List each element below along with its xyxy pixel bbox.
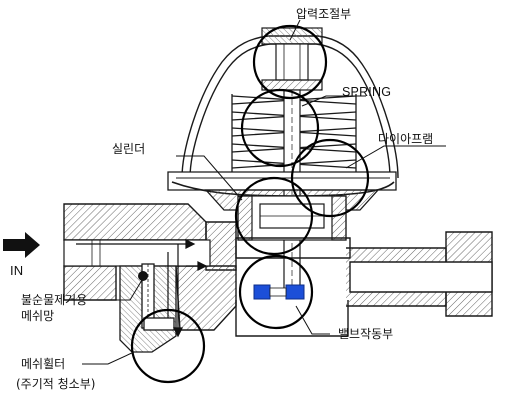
cylinder-body: [237, 195, 347, 241]
callout-circles: [130, 24, 370, 384]
leader-diaphragm: [345, 145, 446, 169]
label-inlet: IN: [10, 263, 24, 278]
callout-circle-diaphragm: [290, 138, 370, 218]
inlet-arrow: [3, 232, 40, 258]
main-body: [63, 203, 493, 337]
callout-circle-cylinder: [234, 176, 314, 256]
leader-cylinder: [176, 155, 243, 201]
label-diaphragm: 다이아프램: [378, 132, 434, 146]
label-pressure-adjust: 압력조절부: [296, 7, 352, 21]
label-mesh-filter-line2: (주기적 청소부): [16, 377, 96, 391]
callout-circle-spring: [240, 88, 320, 168]
mesh-filter-cup: [119, 263, 177, 353]
callout-circle-valve: [238, 254, 314, 330]
callout-circle-mesh-filter: [130, 308, 206, 384]
label-mesh-filter-line1: 메쉬휠터: [21, 357, 66, 371]
flow-arrows: [76, 239, 208, 338]
leader-lines: [82, 19, 446, 365]
valve-seat: [253, 284, 305, 300]
leader-mesh-filter: [82, 351, 135, 365]
label-cylinder: 실린더: [112, 142, 146, 156]
leader-spring: [301, 95, 366, 107]
label-debris-removal-line2: 메쉬망: [21, 309, 55, 323]
label-spring: SPRING: [342, 85, 392, 99]
label-debris-removal-line1: 불순물제거용: [21, 293, 88, 307]
leader-pressure-adjust: [289, 19, 301, 41]
callout-circle-pressure-adjust: [252, 24, 328, 100]
leader-debris: [98, 279, 143, 301]
label-valve-actuator: 밸브작동부: [338, 327, 394, 341]
adjust-cap: [261, 27, 323, 91]
leader-valve: [295, 305, 330, 335]
